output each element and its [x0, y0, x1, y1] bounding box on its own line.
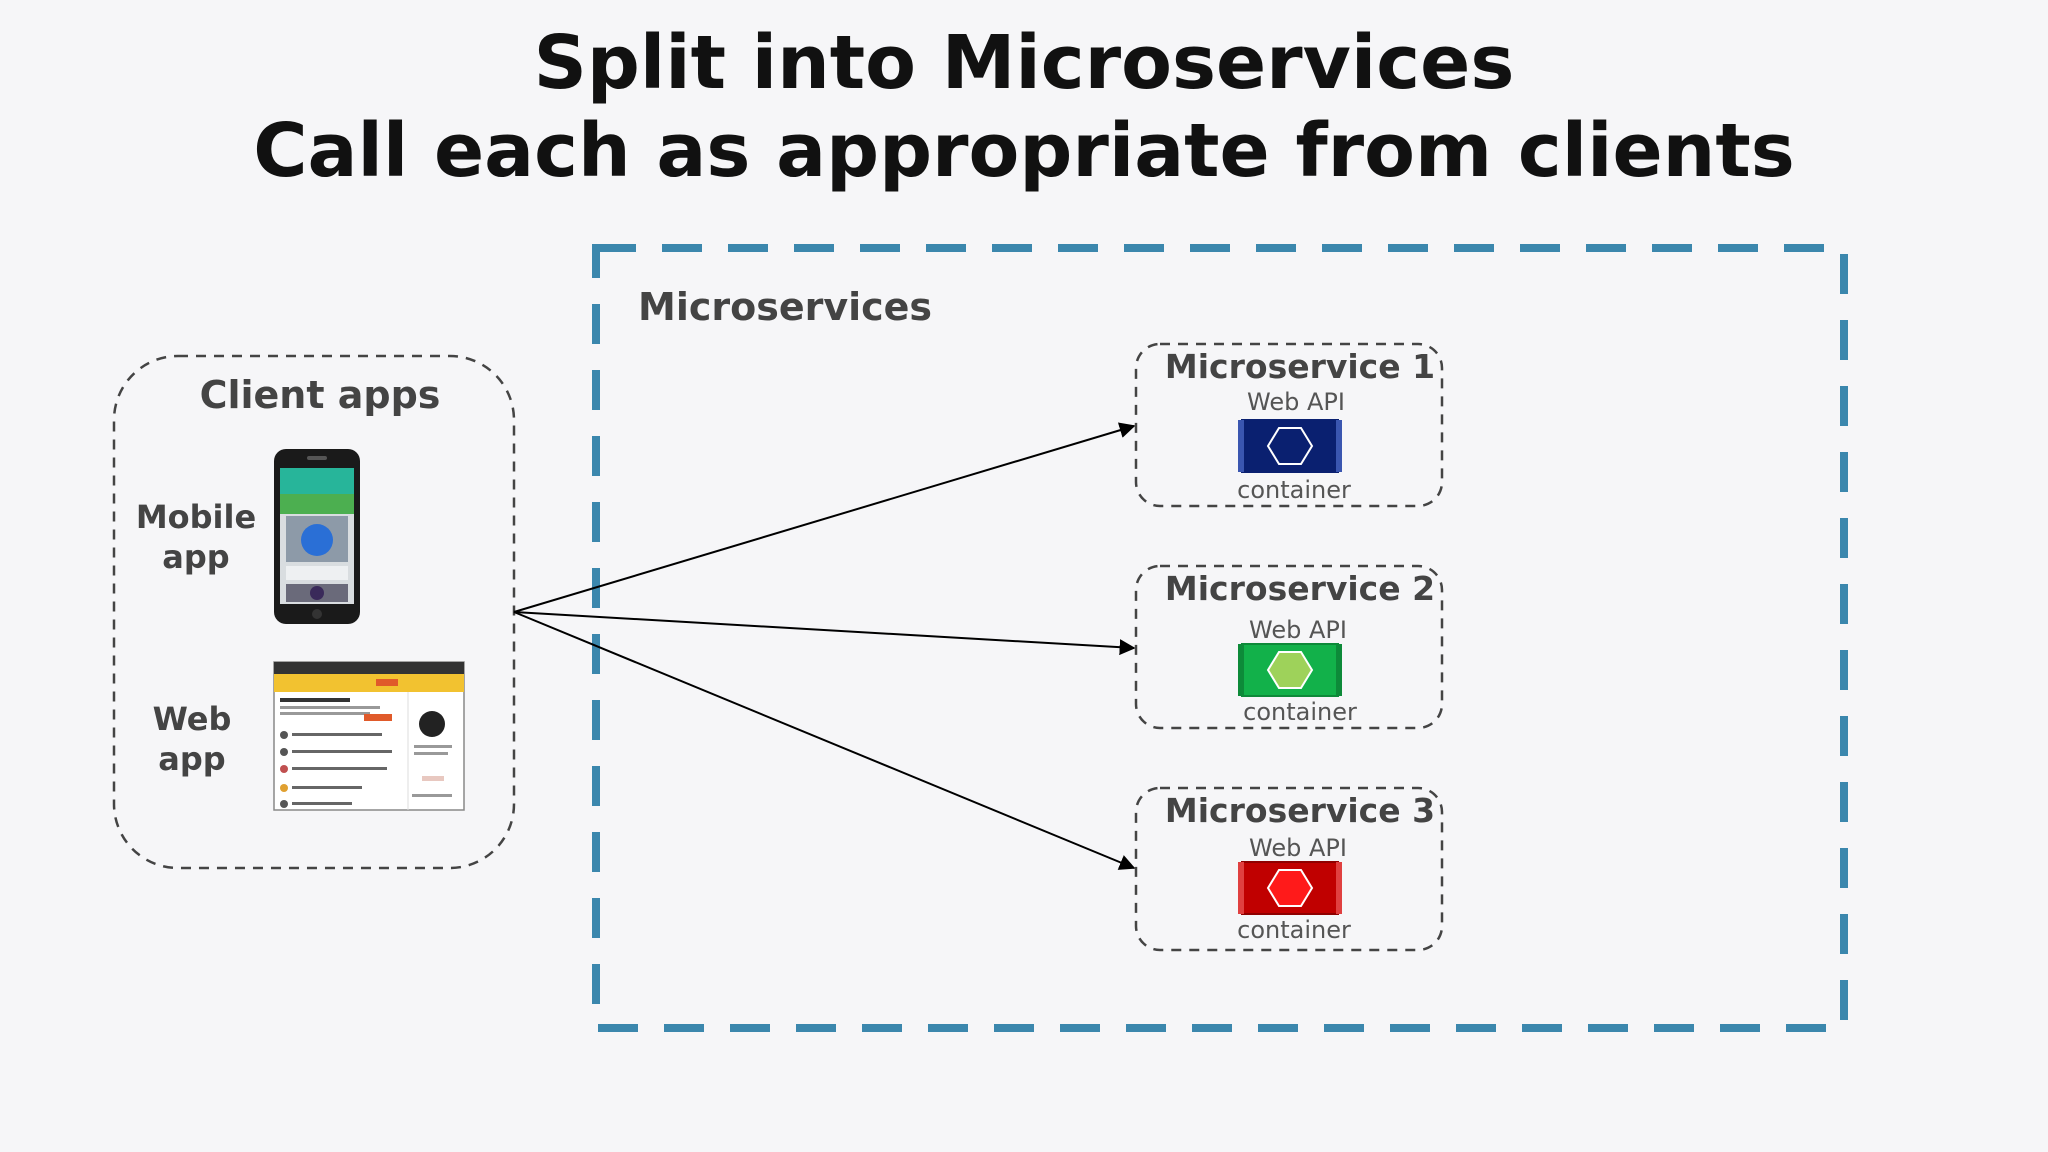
microservice-1-name: Microservice 1: [1165, 347, 1435, 386]
microservice-1-api: Web API: [1247, 388, 1345, 416]
microservice-2-api: Web API: [1249, 616, 1347, 644]
web-app-label-line1: Web: [153, 700, 232, 738]
microservice-3-api: Web API: [1249, 834, 1347, 862]
microservice-2-card: Microservice 2 Web API container: [1134, 564, 1444, 730]
mobile-phone-icon: [274, 449, 360, 624]
microservice-2-name: Microservice 2: [1165, 569, 1435, 608]
title-line-1: Split into Microservices: [533, 20, 1515, 106]
container-icon-3: [1238, 861, 1342, 915]
title-line-2: Call each as appropriate from clients: [253, 108, 1795, 194]
container-icon-1: [1238, 419, 1342, 473]
mobile-app-label-line1: Mobile: [136, 498, 256, 536]
microservice-1-card: Microservice 1 Web API container: [1134, 342, 1444, 508]
microservice-1-container-label: container: [1237, 476, 1351, 504]
arrow-to-microservice-3: [513, 611, 1136, 870]
microservices-boundary: [592, 244, 1848, 1032]
web-app-label-line2: app: [158, 740, 225, 778]
arrow-to-microservice-1: [513, 422, 1136, 613]
microservice-3-card: Microservice 3 Web API container: [1134, 786, 1444, 952]
web-browser-icon: [273, 661, 465, 811]
container-icon-2: [1238, 643, 1342, 697]
arrow-to-microservice-2: [513, 611, 1136, 656]
microservice-3-name: Microservice 3: [1165, 791, 1435, 830]
client-apps-label: Client apps: [200, 373, 441, 417]
microservices-group-label: Microservices: [638, 285, 932, 329]
microservice-3-container-label: container: [1237, 916, 1351, 944]
mobile-app-label-line2: app: [162, 538, 229, 576]
microservice-2-container-label: container: [1243, 698, 1357, 726]
